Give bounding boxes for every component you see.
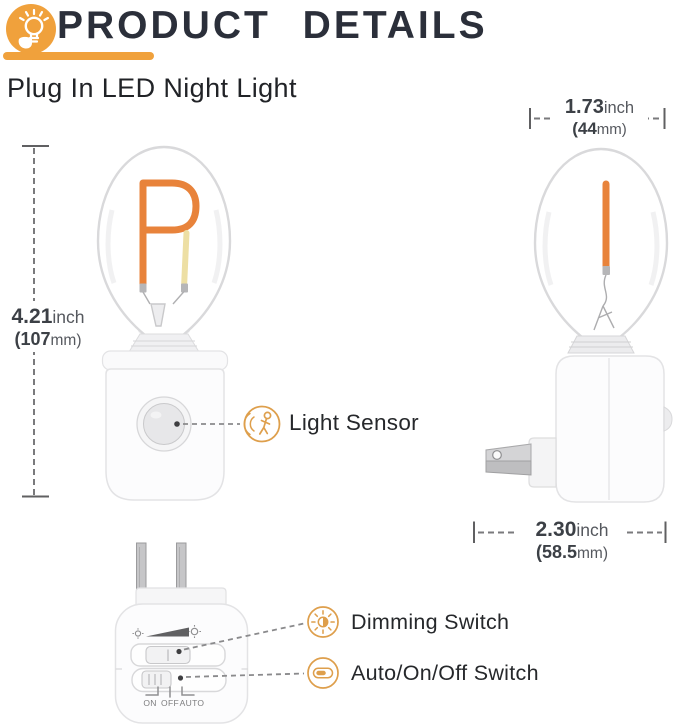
mode-slider-knob — [141, 670, 172, 689]
page-subtitle: Plug In LED Night Light — [7, 73, 297, 103]
height-dimension: 4.21inch (107mm) — [0, 304, 96, 352]
auto-on-off-switch-label: Auto/On/Off Switch — [351, 661, 539, 685]
height-dimension-line — [22, 145, 49, 498]
side-lamp — [485, 147, 673, 503]
prong-left — [136, 542, 147, 594]
motion-sensor-icon — [243, 405, 281, 443]
idea-lightbulb-icon — [6, 4, 56, 54]
label-auto: AUTO — [180, 698, 205, 708]
label-on: ON — [143, 698, 156, 708]
toggle-switch-icon — [307, 657, 339, 689]
sensor-bump — [663, 406, 673, 432]
title-underline — [3, 52, 154, 60]
width-dimension: 1.73inch (44mm) — [551, 95, 648, 141]
dimming-scale — [132, 625, 201, 639]
depth-dimension-line — [473, 521, 667, 543]
plug-prong-upper — [485, 443, 532, 462]
depth-dimension: 2.30inch (58.5mm) — [517, 517, 627, 565]
plug-prong-lower — [485, 460, 532, 476]
label-off: OFF — [161, 698, 179, 708]
yellow-filament — [181, 230, 190, 291]
bulb-glass-side — [533, 147, 669, 339]
dimming-switch-label: Dimming Switch — [351, 610, 510, 634]
light-sensor-label: Light Sensor — [289, 410, 419, 435]
brightness-sun-icon — [307, 606, 339, 638]
p-filament — [139, 179, 200, 293]
page-title: PRODUCT DETAILS — [57, 4, 488, 47]
front-lamp — [96, 145, 232, 501]
callout-lines — [174, 421, 305, 681]
prong-right — [176, 542, 187, 594]
back-view: ON OFF AUTO — [114, 542, 249, 724]
